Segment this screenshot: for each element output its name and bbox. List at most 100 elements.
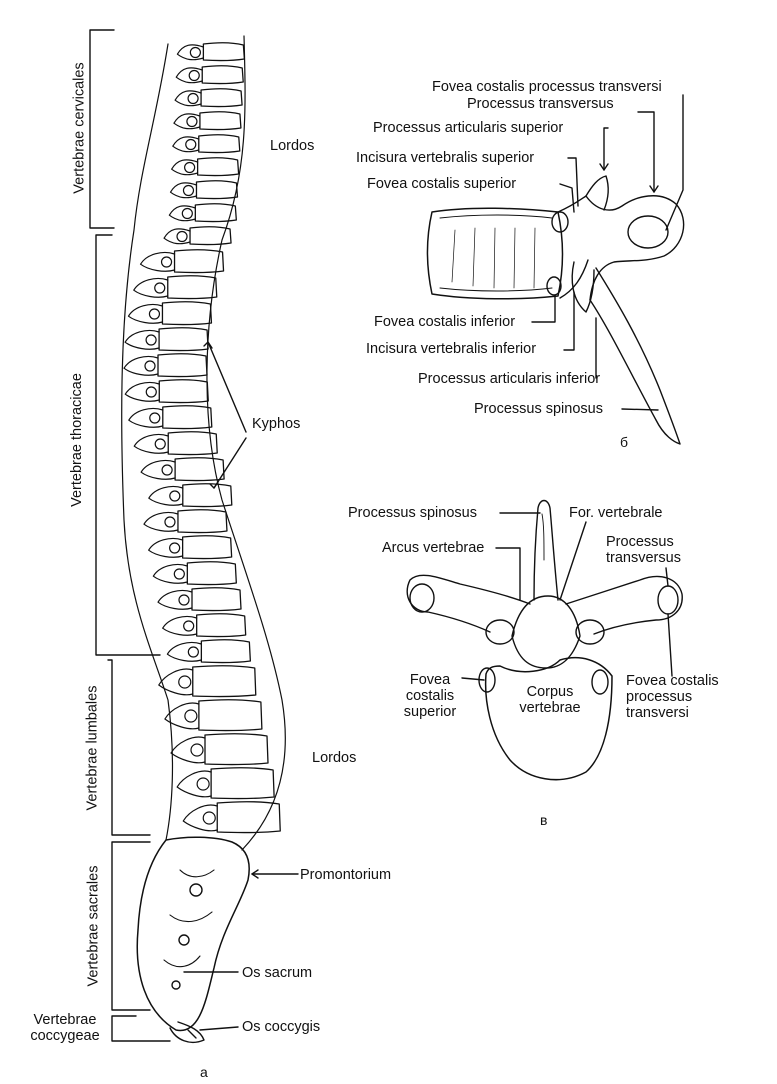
vertebra-process [176,770,212,798]
vertebral-column [121,35,286,1044]
vertebra-foramen [188,69,200,82]
vertebra-body [167,274,218,300]
vertebra-foramen [185,138,197,151]
label-processus-transversus-c-line2: transversus [606,550,681,566]
vertebra-body [181,534,233,560]
vertebra-foramen [161,464,173,476]
vertebra-body [196,156,240,177]
vertebra-foramen [189,46,201,59]
label-incisura-vertebralis-superior: Incisura vertebralis superior [356,150,535,166]
vertebra-process [140,459,176,480]
label-vertebrae-thoracicae: Vertebrae thoracicae [68,373,85,507]
vertebra-body [167,430,218,456]
region-brackets [89,29,171,1042]
vertebra-foramen [164,516,176,528]
vertebra-foramen [160,256,173,268]
label-vertebrae-coccygeae: Vertebrae coccygeae [20,1012,110,1044]
label-processus-spinosus-b: Processus spinosus [474,401,603,417]
vertebra-process [133,433,169,454]
label-processus-articularis-inferior: Processus articularis inferior [418,371,601,387]
vertebra-body [173,248,225,274]
vertebra-foramen [184,709,198,723]
vertebra-body [162,404,213,430]
label-arcus-vertebrae: Arcus vertebrae [382,540,485,556]
vertebra-process [124,329,160,350]
thoracic-vertebra-superior [406,499,683,781]
label-fovea-costalis-superior-c-line2: costalis [405,688,455,704]
label-os-sacrum: Os sacrum [242,965,313,981]
vertebra-process [123,355,159,376]
vertebra-process [124,381,160,402]
label-promontorium: Promontorium [300,867,392,883]
vertebra-body [198,133,241,154]
vertebra-body [192,664,257,698]
vertebra-body [195,179,239,200]
vertebra-foramen [190,743,204,757]
vertebra-foramen [145,386,157,398]
vertebra-foramen [182,184,195,197]
label-corpus-vertebrae-line1: Corpus [526,684,574,700]
vertebra-process [152,563,188,584]
label-corpus-vertebrae-line2: vertebrae [519,700,581,716]
label-fovea-costalis-superior-c: Fovea costalis superior [398,672,462,720]
vertebra-process [148,485,184,506]
vertebra-process [171,159,199,176]
label-fovea-costalis-superior-b: Fovea costalis superior [367,176,517,192]
panel-letter-b: б [620,434,629,450]
vertebra-body [177,508,228,534]
vertebra-process [127,303,164,324]
vertebra-foramen [169,490,181,502]
vertebra-foramen [149,412,161,424]
label-processus-spinosus-c: Processus spinosus [348,505,477,521]
label-processus-articularis-superior: Processus articularis superior [373,120,564,136]
vertebra-body [191,586,242,612]
vertebra-foramen [184,161,196,174]
vertebra-foramen [183,620,195,632]
vertebra-process [170,736,206,764]
label-kyphos: Kyphos [252,416,301,432]
vertebra-process [133,277,169,298]
vertebra-body [200,87,243,108]
label-fovea-costalis-pt-c-line1: Fovea costalis [626,673,719,689]
vertebra-process [172,136,200,153]
leader-lines-b [531,94,684,411]
label-vertebrae-coccygeae-line1: Vertebrae [33,1012,97,1028]
vertebra-process [164,702,200,730]
vertebra-body [198,698,263,732]
vertebra-body [196,612,247,638]
vertebra-body [182,482,233,508]
thoracic-vertebra-lateral [426,175,685,445]
vertebra-foramen [148,308,161,320]
label-fovea-costalis-superior-c-line3: superior [403,704,457,720]
vertebra-body [201,64,244,85]
vertebra-body [194,202,237,223]
label-processus-transversus-c: Processus transversus [606,534,681,566]
label-processus-transversus-c-line1: Processus [606,534,674,550]
vertebra-process [128,407,164,428]
vertebra-process [139,251,176,272]
label-fovea-costalis-processus-transversi: Fovea costalis processus transversi [432,79,662,95]
vertebra-foramen [178,594,190,606]
vertebra-foramen [186,115,198,128]
vertebra-process [162,615,198,636]
label-lordos-cervical: Lordos [270,138,315,154]
vertebra-body [199,110,242,131]
vertebra-body [157,352,208,378]
label-vertebrae-coccygeae-line2: coccygeae [30,1028,100,1044]
vertebra-foramen [196,777,210,791]
vertebra-process [166,641,202,662]
vertebra-process [168,205,196,222]
vertebra-body [161,300,213,326]
label-fovea-costalis-processus-transversi-c: Fovea costalis processus transversi [626,673,719,721]
label-foramen-vertebrale: For. vertebrale [569,505,663,521]
vertebra-foramen [169,542,181,554]
label-vertebrae-cervicales: Vertebrae cervicales [71,62,88,194]
vertebra-foramen [187,646,199,658]
vertebra-body [174,456,225,482]
vertebra-process [176,44,204,61]
vertebra-process [182,804,218,832]
vertebra-foramen [154,438,166,450]
label-fovea-costalis-pt-c-line2: processus [626,689,693,705]
panel-letter-a: а [200,1064,208,1080]
vertebra-foramen [187,92,199,105]
